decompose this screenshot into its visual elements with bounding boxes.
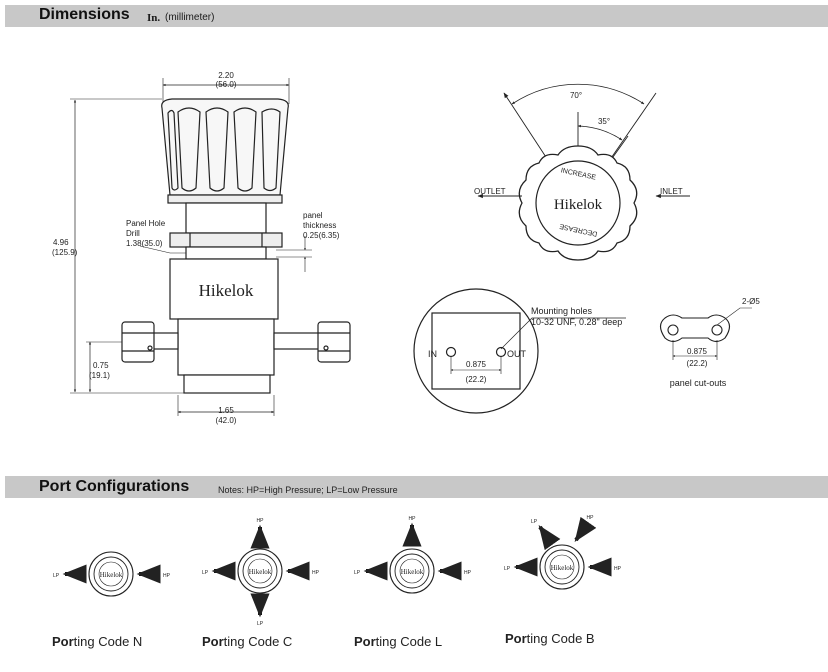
- left-port-fitting: [151, 332, 179, 350]
- knob-brand-logo: Hikelok: [554, 197, 603, 213]
- cutout-pitch-in-label: 0.875: [687, 347, 708, 356]
- porting-code-n-label: Porting Code N: [52, 634, 142, 649]
- porting-code-l-label-bold: Por: [354, 634, 376, 649]
- mini-brand-logo: Hikelok: [100, 571, 123, 579]
- bottom-view-labels: Mounting holes 10-32 UNF, 0.28" deep IN …: [428, 306, 622, 384]
- regulator-body: [169, 258, 279, 320]
- lp-label: LP: [354, 570, 361, 576]
- porting-code-n-label-bold: Por: [52, 634, 74, 649]
- bottom-port-label: LP: [257, 621, 264, 627]
- inlet-label: INLET: [660, 187, 683, 196]
- height-in-label: 4.96: [53, 238, 69, 247]
- porting-code-n-diagram: Hikelok LP HP: [53, 551, 171, 597]
- dimensions-header-bar: Dimensions In. (millimeter): [5, 5, 828, 27]
- porting-code-l-label: Porting Code L: [354, 634, 442, 649]
- bottom-pitch-in-label: 0.875: [466, 360, 487, 369]
- outlet-label: OUTLET: [474, 187, 506, 196]
- width-in-label: 2.20: [218, 71, 234, 80]
- mini-brand-logo: Hikelok: [551, 564, 574, 572]
- panel-thickness-label-3: 0.25(6.35): [303, 231, 340, 240]
- porting-code-b-diagram: Hikelok LP HP LP HP: [504, 515, 622, 590]
- hp-label: HP: [614, 566, 622, 572]
- porting-code-n-label-rest: ting Code N: [73, 634, 143, 649]
- panel-thickness-label-1: panel: [303, 211, 323, 220]
- side-brand-logo: Hikelok: [199, 281, 254, 300]
- handle-knob: [161, 98, 289, 196]
- knob-top-view: [477, 83, 690, 261]
- dimensions-unit-bold: In.: [147, 12, 161, 24]
- side-view: [70, 78, 351, 416]
- panel-thickness-label-2: thickness: [303, 221, 336, 230]
- port-config-header-bar: Port Configurations Notes: HP=High Press…: [5, 476, 828, 498]
- bottom-view: [413, 288, 626, 414]
- mounting-holes-label-1: Mounting holes: [531, 306, 593, 316]
- porting-code-b-label-rest: ting Code B: [526, 631, 595, 646]
- top-port-label: HP: [257, 518, 265, 524]
- mini-brand-logo: Hikelok: [249, 568, 272, 576]
- top-port-label: HP: [409, 516, 417, 522]
- porting-code-b-label: Porting Code B: [505, 631, 595, 646]
- panel-nut: [169, 232, 283, 248]
- angle-half-label: 35°: [598, 117, 610, 126]
- port-config-title: Port Configurations: [39, 478, 190, 495]
- lp-label: LP: [504, 566, 511, 572]
- side-view-labels: 2.20 (56.0) 4.96 (125.9) Panel Hole Dril…: [52, 71, 340, 425]
- panel-hole-label-1: Panel Hole: [126, 219, 166, 228]
- porting-code-l-diagram: Hikelok LP HP HP: [354, 516, 472, 594]
- cutout-caption: panel cut-outs: [670, 378, 727, 388]
- panel-hole-label-3: 1.38(35.0): [126, 239, 163, 248]
- top-left-port-label: LP: [531, 519, 538, 525]
- panel-cutout: [659, 307, 752, 360]
- porting-code-l-label-rest: ting Code L: [375, 634, 443, 649]
- porting-code-c-label-bold: Por: [202, 634, 224, 649]
- dimensions-title: Dimensions: [39, 6, 130, 23]
- port-config-notes: Notes: HP=High Pressure; LP=Low Pressure: [218, 485, 398, 495]
- porting-code-c-label-rest: ting Code C: [223, 634, 293, 649]
- dimensions-unit-rest: (millimeter): [165, 12, 215, 23]
- mounting-holes-label-2: 10-32 UNF, 0.28" deep: [531, 317, 622, 327]
- porting-code-c-diagram: Hikelok LP HP HP LP: [202, 518, 320, 627]
- base-width-mm-label: (42.0): [216, 416, 237, 425]
- porting-code-c-label: Porting Code C: [202, 634, 292, 649]
- mini-brand-logo: Hikelok: [401, 568, 424, 576]
- port-height-in-label: 0.75: [93, 361, 109, 370]
- base-width-in-label: 1.65: [218, 406, 234, 415]
- hp-label: HP: [312, 570, 320, 576]
- bottom-pitch-mm-label: (22.2): [466, 375, 487, 384]
- hp-label: HP: [163, 573, 171, 579]
- panel-hole-label-2: Drill: [126, 229, 140, 238]
- right-port-fitting: [273, 332, 321, 350]
- lp-label: LP: [202, 570, 209, 576]
- cutout-labels: 2-Ø5 0.875 (22.2) panel cut-outs: [670, 297, 761, 388]
- angle-total-label: 70°: [570, 91, 582, 100]
- hp-label: HP: [464, 570, 472, 576]
- width-mm-label: (56.0): [216, 80, 237, 89]
- cutout-pitch-mm-label: (22.2): [687, 359, 708, 368]
- lp-label: LP: [53, 573, 60, 579]
- out-label: OUT: [507, 349, 527, 359]
- top-right-port-label: HP: [587, 515, 595, 521]
- height-mm-label: (125.9): [52, 248, 78, 257]
- port-height-mm-label: (19.1): [89, 371, 110, 380]
- cutout-holes-label: 2-Ø5: [742, 297, 760, 306]
- in-label: IN: [428, 349, 437, 359]
- porting-code-b-label-bold: Por: [505, 631, 527, 646]
- knob-outline: [518, 145, 638, 261]
